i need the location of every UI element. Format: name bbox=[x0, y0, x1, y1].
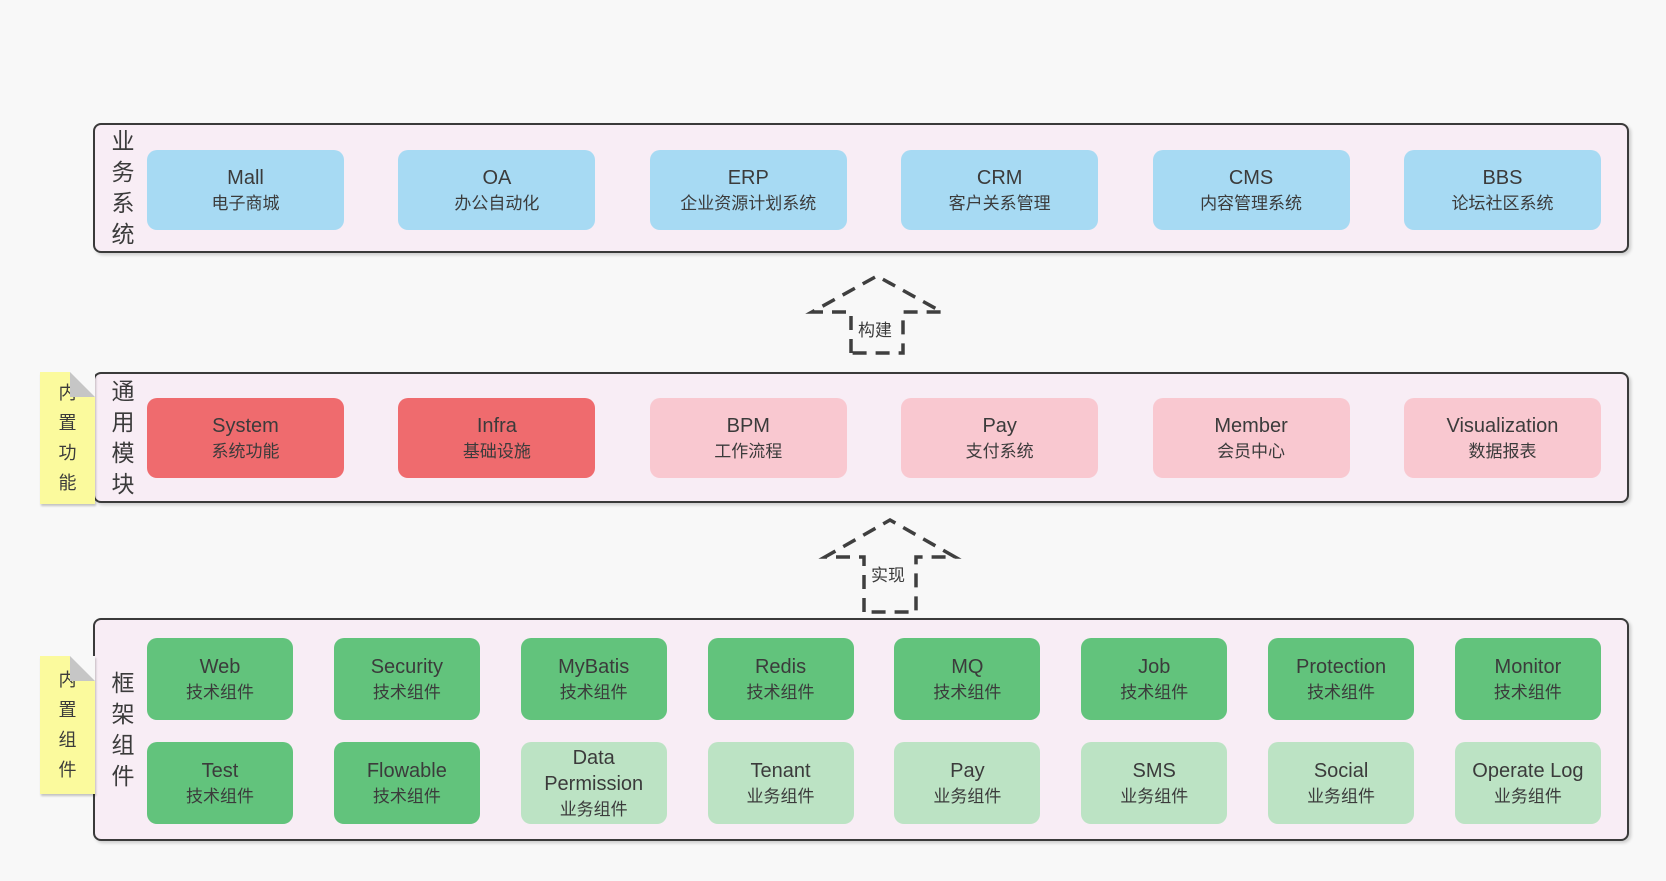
box-flowable: Flowable 技术组件 bbox=[333, 742, 480, 824]
box-pay-component: Pay 业务组件 bbox=[894, 742, 1041, 824]
up-arrow-icon bbox=[805, 273, 949, 355]
box-bpm: BPM 工作流程 bbox=[649, 398, 847, 478]
business-systems-row: Mall 电子商城 OA 办公自动化 ERP 企业资源计划系统 CRM 客户关系… bbox=[147, 150, 1601, 230]
arrow-implement: 实现 bbox=[818, 514, 963, 618]
sticky-note-built-in-components: 内置组件 bbox=[40, 656, 95, 794]
up-arrow-icon bbox=[818, 517, 962, 614]
box-visualization: Visualization 数据报表 bbox=[1403, 398, 1601, 478]
arrow-build-label: 构建 bbox=[853, 314, 897, 343]
framework-components-row-2: Test 技术组件 Flowable 技术组件 Data Permission … bbox=[147, 742, 1601, 824]
box-data-permission: Data Permission 业务组件 bbox=[520, 742, 667, 824]
box-test: Test 技术组件 bbox=[147, 742, 293, 824]
layer-framework-components: 内置组件 框架组件 Web 技术组件 Security 技术组件 MyBatis… bbox=[40, 618, 1629, 841]
box-security: Security 技术组件 bbox=[333, 638, 480, 720]
box-oa: OA 办公自动化 bbox=[398, 150, 596, 230]
box-sms: SMS 业务组件 bbox=[1081, 742, 1228, 824]
box-mq: MQ 技术组件 bbox=[894, 638, 1041, 720]
box-pay-system: Pay 支付系统 bbox=[901, 398, 1099, 478]
box-crm: CRM 客户关系管理 bbox=[901, 150, 1099, 230]
box-cms: CMS 内容管理系统 bbox=[1152, 150, 1350, 230]
box-web: Web 技术组件 bbox=[147, 638, 293, 720]
box-tenant: Tenant 业务组件 bbox=[707, 742, 854, 824]
layer-label-business-systems: 业务系统 bbox=[111, 128, 135, 247]
box-monitor: Monitor 技术组件 bbox=[1454, 638, 1601, 720]
box-erp: ERP 企业资源计划系统 bbox=[649, 150, 847, 230]
box-member: Member 会员中心 bbox=[1152, 398, 1350, 478]
layer-common-modules: 内置功能 通用模块 System 系统功能 Infra 基础设施 BPM 工作流… bbox=[40, 372, 1629, 504]
box-mall: Mall 电子商城 bbox=[147, 150, 344, 230]
arrow-implement-label: 实现 bbox=[866, 559, 910, 588]
box-bbs: BBS 论坛社区系统 bbox=[1403, 150, 1601, 230]
box-mybatis: MyBatis 技术组件 bbox=[520, 638, 667, 720]
common-modules-row: System 系统功能 Infra 基础设施 BPM 工作流程 Pay 支付系统… bbox=[147, 398, 1601, 478]
layer-label-framework-components: 框架组件 bbox=[111, 669, 135, 789]
framework-components-row-1: Web 技术组件 Security 技术组件 MyBatis 技术组件 Redi… bbox=[147, 638, 1601, 720]
box-social: Social 业务组件 bbox=[1268, 742, 1415, 824]
box-infra: Infra 基础设施 bbox=[398, 398, 596, 478]
box-redis: Redis 技术组件 bbox=[707, 638, 854, 720]
arrow-build: 构建 bbox=[805, 270, 950, 360]
box-operate-log: Operate Log 业务组件 bbox=[1454, 742, 1601, 824]
box-job: Job 技术组件 bbox=[1081, 638, 1228, 720]
box-protection: Protection 技术组件 bbox=[1268, 638, 1415, 720]
layer-business-systems: 业务系统 Mall 电子商城 OA 办公自动化 ERP 企业资源计划系统 CRM… bbox=[93, 123, 1629, 253]
layer-label-common-modules: 通用模块 bbox=[111, 377, 135, 497]
box-system: System 系统功能 bbox=[147, 398, 344, 478]
sticky-note-built-in-features: 内置功能 bbox=[40, 372, 95, 504]
